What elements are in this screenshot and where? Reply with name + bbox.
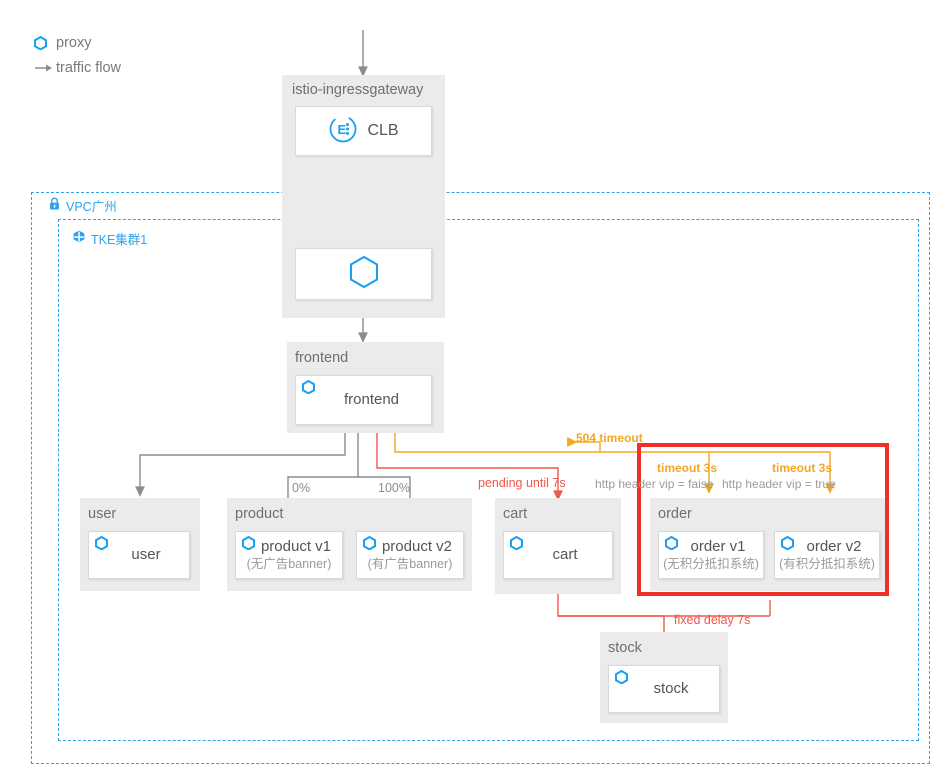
arrow-icon bbox=[34, 62, 56, 74]
node-stock-label: stock bbox=[653, 680, 689, 698]
hexagon-proxy-icon bbox=[510, 535, 523, 555]
edge-label-cart-pending: pending until 7s bbox=[478, 476, 566, 490]
node-user[interactable]: user bbox=[88, 531, 190, 579]
edge-label-order-v2-timeout: timeout 3s bbox=[772, 461, 833, 475]
node-order-v1-sub: (无积分抵扣系统) bbox=[663, 556, 759, 571]
hexagon-proxy-icon bbox=[242, 535, 255, 555]
node-clb-label: CLB bbox=[367, 122, 399, 139]
node-order-v2-label: order v2 bbox=[806, 537, 862, 555]
legend-item-proxy: proxy bbox=[34, 30, 121, 55]
order-highlight-box bbox=[637, 443, 889, 596]
node-order-v2-sub: (有积分抵扣系统) bbox=[779, 556, 875, 571]
legend-item-traffic-flow: traffic flow bbox=[34, 55, 121, 80]
hexagon-proxy-icon bbox=[665, 535, 678, 555]
node-stock[interactable]: stock bbox=[608, 665, 720, 713]
lock-icon bbox=[48, 197, 61, 214]
node-order-v2[interactable]: order v2 (有积分抵扣系统) bbox=[774, 531, 880, 579]
node-order-v1-label: order v1 bbox=[690, 537, 746, 555]
svg-text:E: E bbox=[338, 122, 347, 137]
group-title-frontend: frontend bbox=[295, 350, 349, 366]
node-clb[interactable]: E CLB bbox=[295, 106, 432, 156]
region-label-vpc: VPC广州 bbox=[44, 196, 121, 215]
node-product-v1-label: product v1 bbox=[260, 537, 332, 555]
node-frontend[interactable]: frontend bbox=[295, 375, 432, 425]
edge-label-504-timeout: 504 timeout bbox=[576, 431, 643, 445]
hexagon-proxy-icon bbox=[615, 669, 628, 689]
edge-label-order-v2-header: http header vip = true bbox=[722, 477, 836, 491]
node-cart-label: cart bbox=[552, 546, 578, 564]
node-frontend-label: frontend bbox=[343, 391, 400, 409]
legend-label-traffic-flow: traffic flow bbox=[56, 59, 122, 76]
edge-label-product-v1-weight: 0% bbox=[292, 481, 311, 495]
edge-label-product-v2-weight: 100% bbox=[378, 481, 410, 495]
node-order-v1[interactable]: order v1 (无积分抵扣系统) bbox=[658, 531, 764, 579]
region-tke-cluster bbox=[58, 219, 919, 741]
edge-label-order-v1-header: http header vip = faise bbox=[595, 477, 714, 491]
group-title-istio-ingressgateway: istio-ingressgateway bbox=[292, 82, 424, 98]
group-title-cart: cart bbox=[503, 506, 528, 522]
hexagon-proxy-icon bbox=[95, 535, 108, 555]
edge-label-stock-delay: fixed delay 7s bbox=[674, 613, 751, 627]
hexagon-proxy-icon bbox=[781, 535, 794, 555]
node-product-v1-sub: (无广告banner) bbox=[246, 556, 332, 571]
legend: proxy traffic flow bbox=[34, 30, 121, 80]
node-product-v2-label: product v2 bbox=[381, 537, 453, 555]
node-product-v2-sub: (有广告banner) bbox=[367, 556, 453, 571]
region-label-tke-text: TKE集群1 bbox=[91, 233, 148, 247]
region-label-tke: TKE集群1 bbox=[68, 229, 152, 248]
group-title-product: product bbox=[235, 506, 284, 522]
region-label-vpc-text: VPC广州 bbox=[66, 200, 117, 214]
node-user-label: user bbox=[131, 546, 161, 564]
group-title-stock: stock bbox=[608, 640, 642, 656]
edge-label-order-v1-timeout: timeout 3s bbox=[657, 461, 718, 475]
node-product-v1[interactable]: product v1 (无广告banner) bbox=[235, 531, 343, 579]
node-cart[interactable]: cart bbox=[503, 531, 613, 579]
cluster-icon bbox=[72, 230, 86, 247]
node-istio-proxy[interactable] bbox=[295, 248, 432, 300]
legend-label-proxy: proxy bbox=[56, 34, 92, 51]
clb-icon: E bbox=[328, 114, 358, 149]
group-title-order: order bbox=[658, 506, 692, 522]
node-product-v2[interactable]: product v2 (有广告banner) bbox=[356, 531, 464, 579]
hexagon-large-icon bbox=[348, 255, 380, 294]
hexagon-proxy-icon bbox=[302, 379, 315, 399]
group-title-user: user bbox=[88, 506, 117, 522]
region-vpc bbox=[31, 192, 930, 764]
hexagon-proxy-icon bbox=[34, 35, 56, 50]
hexagon-proxy-icon bbox=[363, 535, 376, 555]
